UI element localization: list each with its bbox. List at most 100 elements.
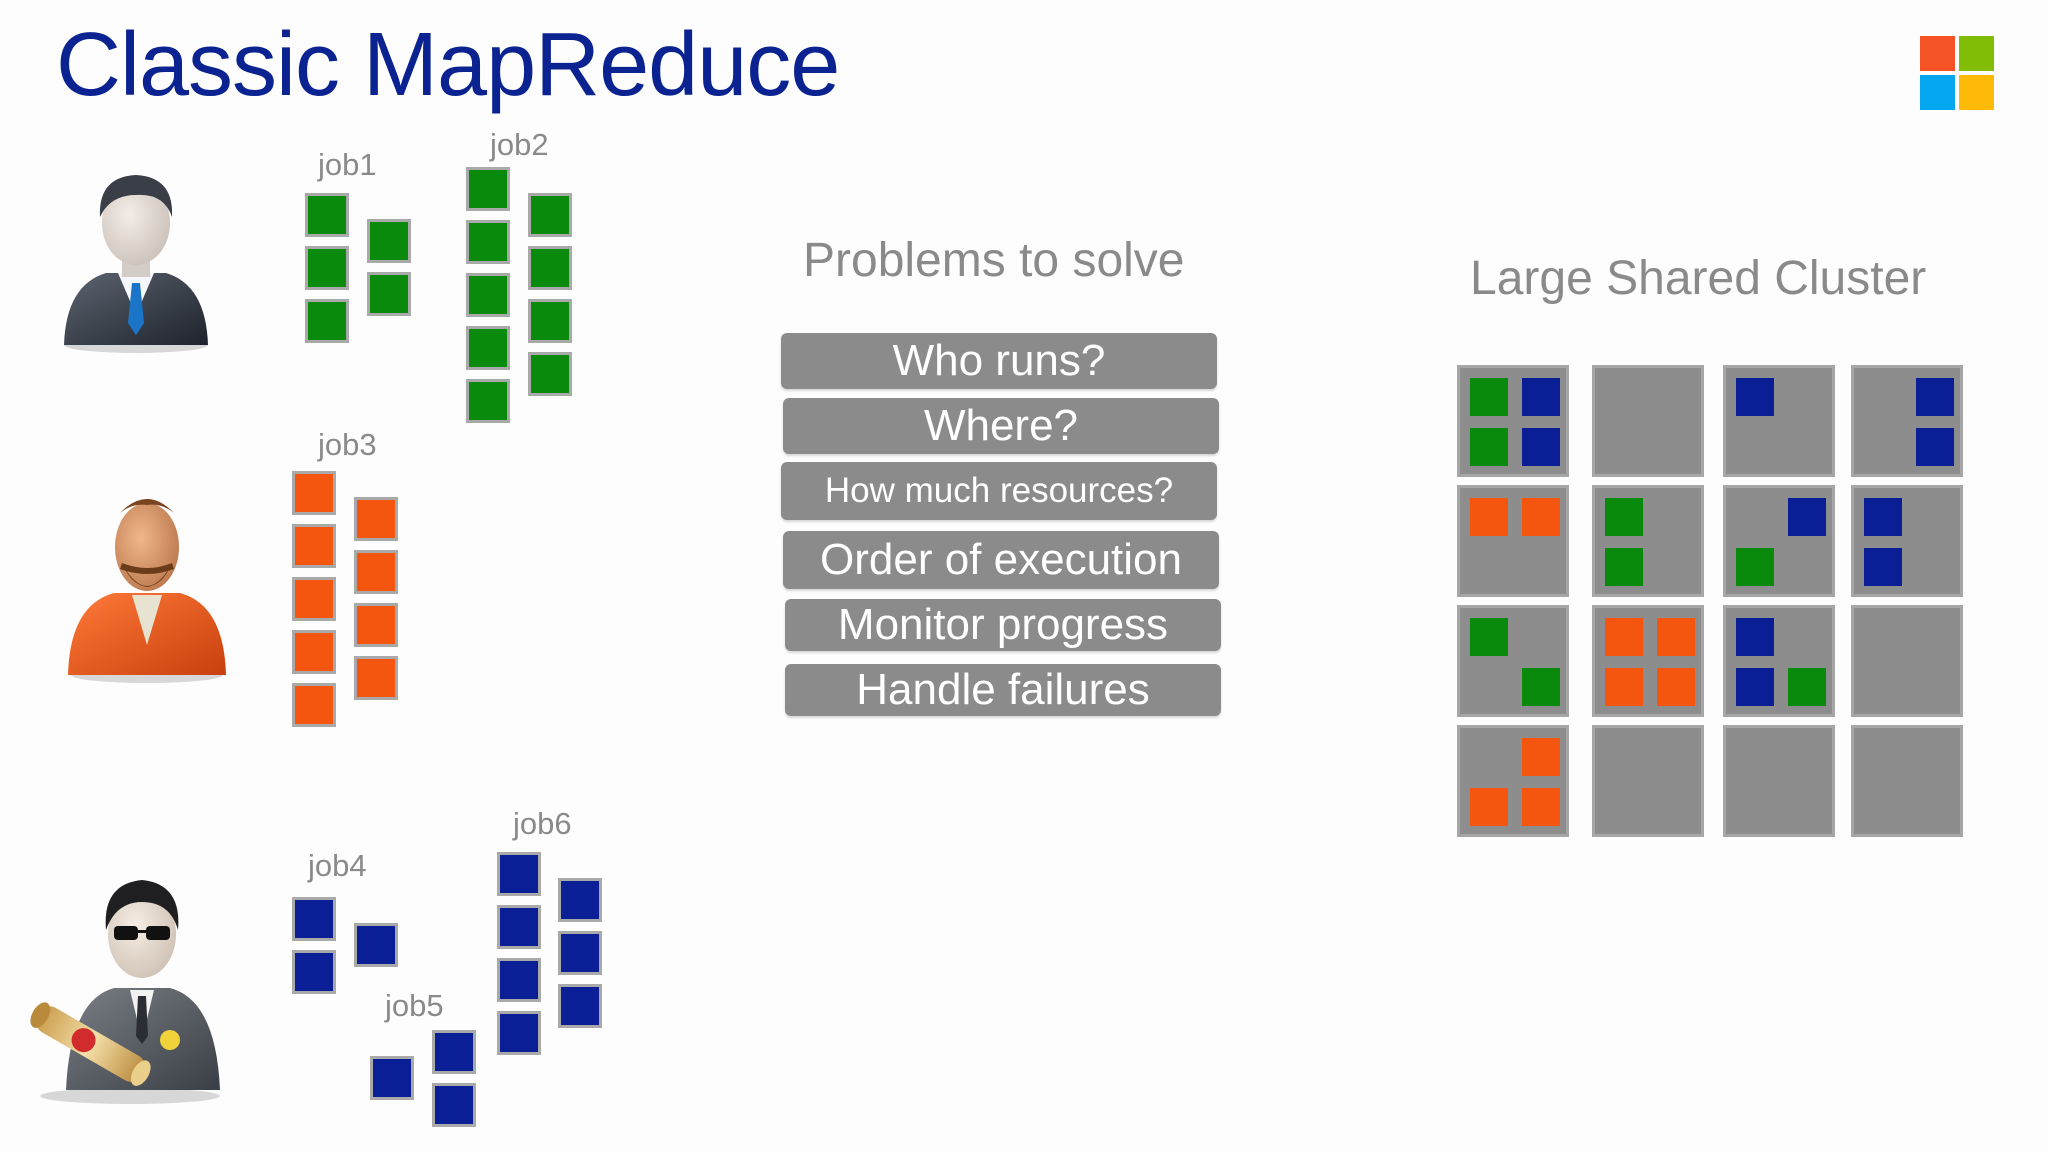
cluster-task-green bbox=[1736, 548, 1774, 586]
job6-task bbox=[558, 878, 602, 922]
problem-where: Where? bbox=[783, 398, 1219, 454]
job5-task bbox=[432, 1030, 476, 1074]
cluster-node bbox=[1723, 725, 1835, 837]
cluster-node bbox=[1851, 365, 1963, 477]
cluster-task-orange bbox=[1470, 498, 1508, 536]
job2-task bbox=[528, 246, 572, 290]
cluster-task-orange bbox=[1605, 668, 1643, 706]
job1-task bbox=[367, 272, 411, 316]
cluster-node bbox=[1592, 605, 1704, 717]
cluster-heading: Large Shared Cluster bbox=[1470, 252, 1927, 305]
job2-task bbox=[466, 326, 510, 370]
cluster-task-blue bbox=[1864, 498, 1902, 536]
job3-task bbox=[292, 577, 336, 621]
problem-who-runs: Who runs? bbox=[781, 333, 1217, 389]
job1-label: job1 bbox=[318, 147, 377, 182]
cluster-node bbox=[1457, 725, 1569, 837]
job2-task bbox=[466, 220, 510, 264]
cluster-task-orange bbox=[1522, 788, 1560, 826]
cluster-task-green bbox=[1470, 428, 1508, 466]
job4-label: job4 bbox=[308, 848, 367, 883]
cluster-task-blue bbox=[1522, 428, 1560, 466]
cluster-task-orange bbox=[1657, 618, 1695, 656]
job2-label: job2 bbox=[490, 127, 549, 162]
cluster-node bbox=[1592, 365, 1704, 477]
logo-red-square bbox=[1920, 36, 1955, 71]
bearded-man-icon bbox=[68, 499, 226, 683]
cluster-task-blue bbox=[1864, 548, 1902, 586]
job2-task bbox=[528, 299, 572, 343]
problem-handle-failures: Handle failures bbox=[785, 664, 1221, 716]
job2-task bbox=[466, 273, 510, 317]
cluster-task-blue bbox=[1916, 378, 1954, 416]
cluster-task-green bbox=[1470, 618, 1508, 656]
job2-task bbox=[528, 193, 572, 237]
cluster-task-blue bbox=[1736, 668, 1774, 706]
cluster-node bbox=[1723, 485, 1835, 597]
cluster-node bbox=[1851, 485, 1963, 597]
cluster-task-blue bbox=[1788, 498, 1826, 536]
job5-task bbox=[370, 1056, 414, 1100]
problems-heading: Problems to solve bbox=[803, 234, 1185, 287]
windows-logo-icon bbox=[1920, 36, 1994, 110]
cluster-task-blue bbox=[1736, 618, 1774, 656]
logo-yellow-square bbox=[1959, 75, 1994, 110]
cluster-task-orange bbox=[1657, 668, 1695, 706]
logo-blue-square bbox=[1920, 75, 1955, 110]
cluster-task-orange bbox=[1605, 618, 1643, 656]
job6-label: job6 bbox=[513, 806, 572, 841]
job6-task bbox=[558, 984, 602, 1028]
problem-how-much-resources: How much resources? bbox=[781, 462, 1217, 520]
job2-task bbox=[466, 379, 510, 423]
job6-task bbox=[497, 958, 541, 1002]
slide-title: Classic MapReduce bbox=[56, 15, 840, 115]
cluster-task-orange bbox=[1522, 498, 1560, 536]
job6-task bbox=[497, 852, 541, 896]
job1-task bbox=[305, 193, 349, 237]
job4-task bbox=[292, 950, 336, 994]
job5-label: job5 bbox=[385, 988, 444, 1023]
job6-task bbox=[497, 1011, 541, 1055]
job6-task bbox=[497, 905, 541, 949]
logo-green-square bbox=[1959, 36, 1994, 71]
job3-label: job3 bbox=[318, 427, 377, 462]
cluster-node bbox=[1851, 605, 1963, 717]
job3-task bbox=[354, 656, 398, 700]
cluster-task-green bbox=[1605, 498, 1643, 536]
job1-task bbox=[305, 299, 349, 343]
job2-task bbox=[528, 352, 572, 396]
cluster-task-green bbox=[1605, 548, 1643, 586]
job3-task bbox=[354, 550, 398, 594]
cluster-task-blue bbox=[1522, 378, 1560, 416]
job3-task bbox=[292, 683, 336, 727]
cluster-node bbox=[1457, 605, 1569, 717]
cluster-node bbox=[1851, 725, 1963, 837]
cluster-task-green bbox=[1788, 668, 1826, 706]
job1-task bbox=[305, 246, 349, 290]
job3-task bbox=[292, 471, 336, 515]
cluster-task-green bbox=[1522, 668, 1560, 706]
job5-task bbox=[432, 1083, 476, 1127]
cluster-node bbox=[1457, 365, 1569, 477]
cluster-task-blue bbox=[1736, 378, 1774, 416]
cluster-node bbox=[1592, 485, 1704, 597]
problem-monitor-progress: Monitor progress bbox=[785, 599, 1221, 651]
problem-order-of-execution: Order of execution bbox=[783, 531, 1219, 589]
job3-task bbox=[292, 630, 336, 674]
job3-task bbox=[354, 603, 398, 647]
cluster-node bbox=[1457, 485, 1569, 597]
cluster-node bbox=[1723, 365, 1835, 477]
job2-task bbox=[466, 167, 510, 211]
cluster-task-orange bbox=[1522, 738, 1560, 776]
cluster-node bbox=[1723, 605, 1835, 717]
cluster-task-green bbox=[1470, 378, 1508, 416]
man-with-sunglasses-icon bbox=[30, 880, 220, 1104]
job4-task bbox=[292, 897, 336, 941]
job3-task bbox=[354, 497, 398, 541]
cluster-task-orange bbox=[1470, 788, 1508, 826]
job1-task bbox=[367, 219, 411, 263]
cluster-task-blue bbox=[1916, 428, 1954, 466]
job6-task bbox=[558, 931, 602, 975]
cluster-node bbox=[1592, 725, 1704, 837]
job3-task bbox=[292, 524, 336, 568]
